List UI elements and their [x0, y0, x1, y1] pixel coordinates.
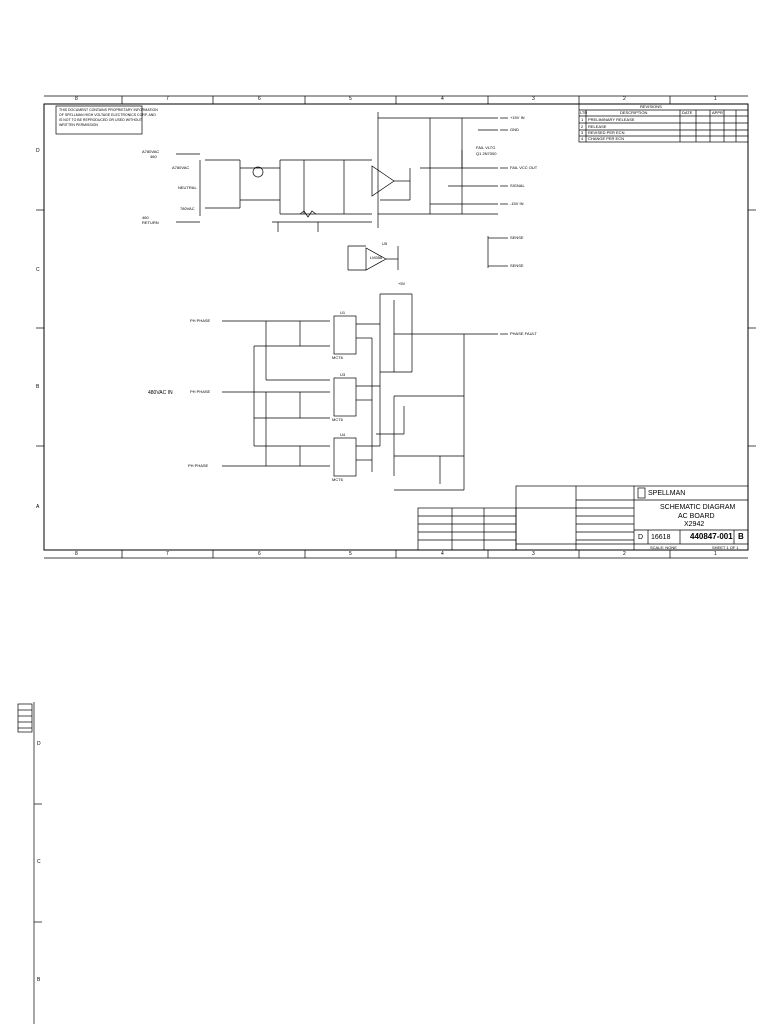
- input-a-label: A780VAC: [142, 149, 160, 154]
- drawing-number: 440847-001: [690, 532, 733, 541]
- input-network: [176, 153, 372, 232]
- zone-col-5-bottom: 5: [349, 551, 352, 557]
- phase2-label: PH PHASE: [190, 389, 211, 394]
- title-line-3: X2942: [684, 521, 705, 528]
- rev-row-ltr: 2: [581, 124, 584, 129]
- sense2-label: SENSE: [510, 263, 524, 268]
- u4-label: U4: [340, 432, 346, 437]
- u5-section: [347, 245, 399, 271]
- zone-col-5: 5: [349, 96, 352, 102]
- u1-type-label: MCT6: [332, 355, 343, 360]
- rev-header-ltr: LTR: [580, 110, 588, 115]
- phase-section: [222, 293, 508, 491]
- company-name: SPELLMAN: [648, 490, 686, 497]
- revision-letter: B: [738, 532, 744, 541]
- zone-col-6: 6: [258, 96, 261, 102]
- page2-zone-row-d: D: [37, 741, 41, 747]
- note-line: THIS DOCUMENT CONTAINS PROPRIETARY INFOR…: [59, 108, 158, 112]
- zone-col-7: 7: [166, 96, 169, 102]
- phase-fault-label: PHASE FAULT: [510, 331, 537, 336]
- note-line: IS NOT TO BE REPRODUCED OR USED WITHOUT: [59, 118, 143, 122]
- neutral-label: NEUTRAL: [178, 185, 197, 190]
- sense1-label: SENSE: [510, 235, 524, 240]
- u3-box: [333, 377, 357, 417]
- zone-col-8-bottom: 8: [75, 551, 78, 557]
- rev-row-ltr: 4: [581, 136, 584, 141]
- plus5-label: +5V: [398, 281, 406, 286]
- input-b-label: A780VAC: [172, 165, 190, 170]
- minus15-label: -15V IN: [510, 201, 524, 206]
- zone-col-6-bottom: 6: [258, 551, 261, 557]
- rev-header-appr: APPR: [712, 110, 723, 115]
- phase3-label: PH PHASE: [188, 463, 209, 468]
- zone-col-1: 1: [714, 96, 717, 102]
- notes-text: THIS DOCUMENT CONTAINS PROPRIETARY INFOR…: [59, 108, 158, 128]
- page2-zone-row-b: B: [37, 977, 41, 983]
- return-c-label: RETURN: [142, 220, 159, 225]
- rev-row-ltr: 3: [581, 130, 584, 135]
- revision-block-lines: [578, 103, 749, 143]
- revisions-title: REVISIONS: [640, 104, 662, 109]
- zone-row-c: C: [36, 267, 40, 273]
- vac-in-label: 480VAC IN: [148, 390, 173, 396]
- zone-col-3: 3: [532, 96, 535, 102]
- title-line-1: SCHEMATIC DIAGRAM: [660, 504, 736, 511]
- vfail-label: FAIL VCC OUT: [510, 165, 538, 170]
- note-line: OF SPELLMAN HIGH VOLTAGE ELECTRONICS COR…: [59, 113, 156, 117]
- input-a2-label: 460: [150, 154, 157, 159]
- rev-row-desc: RELEASE: [588, 124, 607, 129]
- zone-col-1-bottom: 1: [714, 551, 717, 557]
- rev-header-desc: DESCRIPTION: [620, 110, 648, 115]
- sheet-label: SHEET 1 OF 1: [712, 545, 739, 550]
- signal-label: SIGNAL: [510, 183, 525, 188]
- plus15-label: +15V IN: [510, 115, 525, 120]
- page2-zone-row-c: C: [37, 859, 41, 865]
- size-label: D: [638, 534, 644, 541]
- u4-box: [333, 437, 357, 477]
- title-block-lines: [417, 485, 749, 551]
- u1-box: [333, 315, 357, 355]
- rev-row-desc: REVISED PER ECN: [588, 130, 625, 135]
- scale-label: SCALE: NONE: [650, 545, 677, 550]
- sheet-border: [43, 103, 749, 551]
- opamp-section: [371, 112, 508, 228]
- zone-col-7-bottom: 7: [166, 551, 169, 557]
- u1-label: U1: [340, 310, 346, 315]
- page2-fragment: [17, 702, 42, 1024]
- zone-col-2-bottom: 2: [623, 551, 626, 557]
- code-label: 16618: [651, 534, 671, 541]
- u5-type-label: LM358: [370, 255, 383, 260]
- note-line: WRITTEN PERMISSION: [59, 123, 98, 127]
- return-b-label: 460: [142, 215, 149, 220]
- rev-header-date: DATE: [682, 110, 693, 115]
- gnd-label: GND: [510, 127, 519, 132]
- rev-row-desc: PRELIMINARY RELEASE: [588, 117, 635, 122]
- phase1-label: PH PHASE: [190, 318, 211, 323]
- zone-col-4-bottom: 4: [441, 551, 444, 557]
- rev-row-desc: CHANGE PER ECN: [588, 136, 625, 141]
- zone-col-8: 8: [75, 96, 78, 102]
- zone-col-3-bottom: 3: [532, 551, 535, 557]
- u3-type-label: MCT6: [332, 417, 343, 422]
- zone-row-b: B: [36, 384, 40, 390]
- fail-label: FAIL VLTG: [476, 145, 496, 150]
- rev-row-ltr: 1: [581, 117, 584, 122]
- title-line-2: AC BOARD: [678, 513, 715, 520]
- zone-ticks: [36, 96, 756, 558]
- notes-box: [55, 105, 143, 135]
- zone-col-2: 2: [623, 96, 626, 102]
- zone-row-d: D: [36, 148, 40, 154]
- return-a-label: 780VAC: [180, 206, 195, 211]
- u4-type-label: MCT6: [332, 477, 343, 482]
- u3-label: U3: [340, 372, 346, 377]
- sense-outputs: [487, 236, 508, 268]
- u5-label: U5: [382, 241, 388, 246]
- fail2-label: Q1 2N7000: [476, 151, 497, 156]
- zone-col-4: 4: [441, 96, 444, 102]
- zone-row-a: A: [36, 504, 40, 510]
